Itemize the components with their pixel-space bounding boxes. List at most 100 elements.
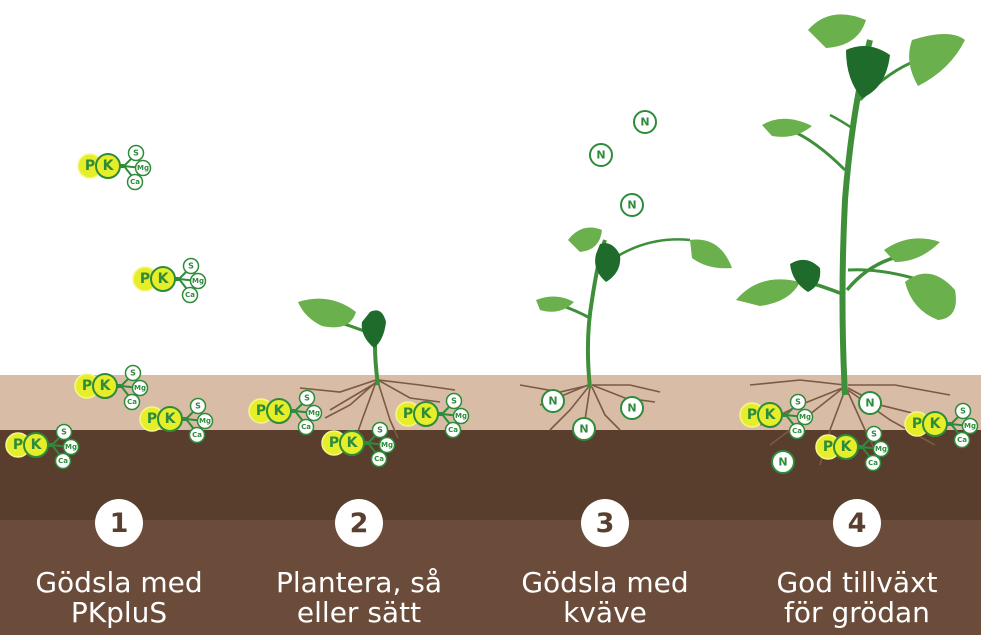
step-label-4: God tillväxt för grödan <box>747 568 967 628</box>
svg-text:K: K <box>31 437 43 453</box>
leaf <box>568 228 602 252</box>
svg-text:Ca: Ca <box>127 398 137 406</box>
step-number-1: 1 <box>95 499 143 547</box>
svg-text:P: P <box>823 439 833 455</box>
leaf <box>808 14 866 48</box>
svg-text:Ca: Ca <box>130 178 140 186</box>
step-label-line: Gödsla med <box>495 568 715 598</box>
svg-text:Ca: Ca <box>868 459 878 467</box>
svg-text:S: S <box>195 402 201 411</box>
step-label-line: för grödan <box>747 598 967 628</box>
svg-text:S: S <box>188 262 194 271</box>
leaf-dark <box>846 46 890 98</box>
leaf-dark <box>595 243 620 282</box>
svg-text:Mg: Mg <box>875 445 887 453</box>
svg-text:N: N <box>579 423 588 436</box>
step-label-line: God tillväxt <box>747 568 967 598</box>
step-label-2: Plantera, så eller sätt <box>249 568 469 628</box>
svg-text:P: P <box>82 378 92 394</box>
svg-text:Ca: Ca <box>792 427 802 435</box>
nitrogen-molecule: N <box>542 390 564 412</box>
svg-text:N: N <box>640 116 649 129</box>
leaf <box>905 274 956 320</box>
svg-text:S: S <box>377 426 383 435</box>
svg-text:N: N <box>627 402 636 415</box>
svg-text:P: P <box>256 403 266 419</box>
svg-text:K: K <box>100 378 112 394</box>
nitrogen-molecule: N <box>859 392 881 414</box>
leaf <box>762 119 812 137</box>
nitrogen-molecule: N <box>573 418 595 440</box>
svg-text:N: N <box>865 397 874 410</box>
svg-text:S: S <box>871 430 877 439</box>
nitrogen-molecule: N <box>772 451 794 473</box>
nitrogen-molecule: N <box>634 111 656 133</box>
svg-text:S: S <box>304 394 310 403</box>
svg-text:Ca: Ca <box>192 431 202 439</box>
svg-text:P: P <box>147 411 157 427</box>
svg-text:N: N <box>627 199 636 212</box>
svg-text:N: N <box>548 395 557 408</box>
svg-text:Mg: Mg <box>308 409 320 417</box>
svg-text:Ca: Ca <box>374 455 384 463</box>
svg-text:Ca: Ca <box>58 457 68 465</box>
step-number-2: 2 <box>335 499 383 547</box>
pkplus-nutrient-cluster: PK S MgCa <box>78 146 151 190</box>
svg-text:S: S <box>451 397 457 406</box>
svg-text:N: N <box>596 149 605 162</box>
leaf <box>884 238 940 262</box>
svg-text:K: K <box>103 158 115 174</box>
svg-text:Mg: Mg <box>199 417 211 425</box>
svg-text:P: P <box>13 437 23 453</box>
svg-text:P: P <box>403 406 413 422</box>
svg-text:K: K <box>930 416 942 432</box>
svg-text:Mg: Mg <box>455 412 467 420</box>
leaf <box>736 279 800 306</box>
step-label-1: Gödsla med PKpluS <box>9 568 229 628</box>
svg-text:S: S <box>133 149 139 158</box>
svg-text:Ca: Ca <box>448 426 458 434</box>
leaf <box>690 240 732 269</box>
step-label-line: eller sätt <box>249 598 469 628</box>
step-number-4: 4 <box>833 499 881 547</box>
svg-text:Mg: Mg <box>192 277 204 285</box>
svg-text:Mg: Mg <box>799 413 811 421</box>
svg-text:K: K <box>274 403 286 419</box>
svg-text:P: P <box>747 407 757 423</box>
svg-text:P: P <box>912 416 922 432</box>
svg-text:Mg: Mg <box>137 164 149 172</box>
svg-text:S: S <box>795 398 801 407</box>
svg-text:N: N <box>778 456 787 469</box>
step-label-line: Gödsla med <box>9 568 229 598</box>
leaf <box>909 34 965 86</box>
step-label-line: kväve <box>495 598 715 628</box>
leaf-dark <box>362 310 386 348</box>
svg-text:K: K <box>765 407 777 423</box>
nitrogen-molecule: N <box>590 144 612 166</box>
svg-text:P: P <box>329 435 339 451</box>
svg-text:Ca: Ca <box>301 423 311 431</box>
step-label-3: Gödsla med kväve <box>495 568 715 628</box>
step-number-3: 3 <box>581 499 629 547</box>
leaf <box>298 299 356 328</box>
svg-text:S: S <box>960 407 966 416</box>
nitrogen-molecule: N <box>621 194 643 216</box>
svg-text:Mg: Mg <box>65 443 77 451</box>
svg-text:Mg: Mg <box>964 422 976 430</box>
svg-text:K: K <box>165 411 177 427</box>
svg-text:P: P <box>140 271 150 287</box>
nitrogen-molecule: N <box>621 397 643 419</box>
svg-text:S: S <box>130 369 136 378</box>
svg-text:K: K <box>158 271 170 287</box>
svg-text:P: P <box>85 158 95 174</box>
svg-text:K: K <box>421 406 433 422</box>
svg-text:Mg: Mg <box>134 384 146 392</box>
step-label-line: PKpluS <box>9 598 229 628</box>
svg-text:Ca: Ca <box>957 436 967 444</box>
step-label-line: Plantera, så <box>249 568 469 598</box>
svg-text:K: K <box>841 439 853 455</box>
svg-text:K: K <box>347 435 359 451</box>
svg-text:S: S <box>61 428 67 437</box>
